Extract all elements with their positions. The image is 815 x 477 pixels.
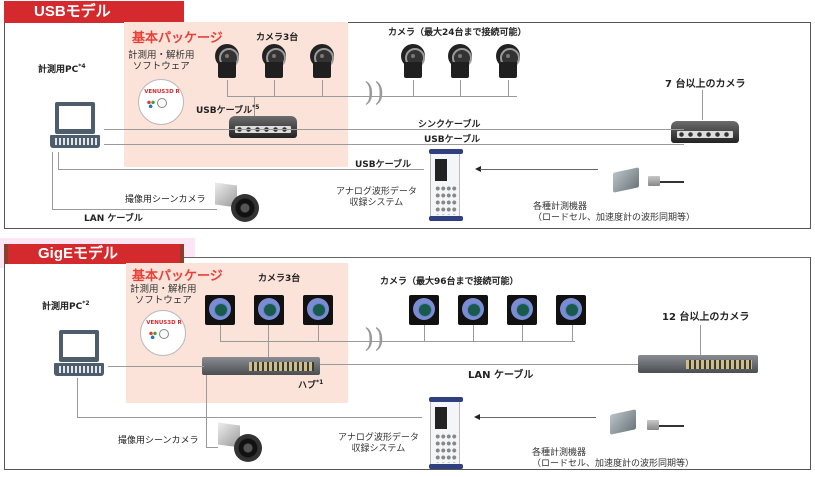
- daq-lan-line: [77, 417, 422, 418]
- software-cd-icon: VENUS3D R: [138, 79, 184, 125]
- accelerometer-icon: [648, 176, 660, 186]
- usb-daq-label: アナログ波形データ 収録システム: [336, 187, 417, 208]
- gige-camera-icon: [507, 295, 537, 325]
- network-hub-icon-remote: [638, 355, 758, 373]
- usb-cameras-7plus-label: 7 台以上のカメラ: [665, 79, 746, 90]
- connector-line: [52, 152, 53, 210]
- connector-line: [473, 325, 474, 341]
- connector-line: [572, 325, 573, 341]
- connector-line: [413, 80, 414, 96]
- usb-cable-daq-line: [58, 169, 424, 170]
- gige-software-label: 計測用・解析用 ソフトウェア: [130, 284, 197, 306]
- software-cd-icon: VENUS3D R: [140, 310, 186, 356]
- connector-line: [206, 447, 218, 448]
- usb-pc-laptop-icon: [50, 102, 100, 154]
- gige-camera-icon: [254, 295, 284, 325]
- break-mark-icon: )): [364, 324, 385, 354]
- usb-cameras-more-label: カメラ（最大24台まで接続可能）: [388, 28, 527, 38]
- connector-line: [322, 80, 323, 96]
- gige-camera-icon: [205, 295, 235, 325]
- usb-camera-bus-line: [227, 96, 517, 97]
- gige-camera-bus-line: [220, 341, 575, 342]
- pc-hub-lan-line: [108, 366, 204, 367]
- sync-cable-label: シンクケーブル: [418, 120, 481, 130]
- daq-system-icon: [429, 397, 463, 469]
- hub-label: ハブ*1: [298, 379, 324, 391]
- connector-line: [220, 325, 221, 341]
- usb-camera-icon: [401, 44, 425, 78]
- connector-line: [522, 325, 523, 341]
- arrow-left-icon: [475, 166, 481, 172]
- sensor-cable: [660, 181, 684, 183]
- usb-cable-pkg-label: USBケーブル*5: [196, 104, 260, 116]
- sync-box-icon: [229, 116, 297, 138]
- connector-line: [77, 378, 78, 418]
- usb-cable-line: [104, 144, 684, 145]
- connector-line: [508, 80, 509, 96]
- connector-line: [58, 152, 59, 170]
- gige-camera-icon: [458, 295, 488, 325]
- accelerometer-icon: [647, 420, 659, 430]
- usb-pc-label: 計測用PC*4: [38, 63, 86, 75]
- gige-cameras-12plus-label: 12 台以上のカメラ: [662, 312, 750, 323]
- gige-pc-label: 計測用PC*2: [42, 300, 90, 312]
- connector-line: [268, 325, 269, 341]
- scene-camera-icon: [215, 182, 261, 224]
- connector-line: [700, 325, 701, 355]
- lan-cable-line: [52, 209, 217, 210]
- gige-camera-icon: [409, 295, 439, 325]
- gige-cameras-more-label: カメラ（最大96台まで接続可能）: [380, 277, 519, 287]
- gige-instruments-label: 各種計測機器 （ロードセル、加速度計の波形同期等）: [532, 448, 695, 469]
- sync-box-icon-remote: [671, 121, 739, 143]
- usb-camera-icon: [496, 44, 520, 78]
- usb-instruments-label: 各種計測機器 （ロードセル、加速度計の波形同期等）: [533, 202, 696, 223]
- usb-cable-daq-label: USBケーブル: [355, 160, 412, 170]
- gige-daq-label: アナログ波形データ 収録システム: [338, 433, 419, 454]
- lan-cable-label: LAN ケーブル: [84, 214, 143, 224]
- sync-cable-line: [104, 129, 684, 130]
- connector-line: [702, 90, 703, 120]
- gige-scene-camera-label: 撮像用シーンカメラ: [118, 436, 199, 446]
- gige-pc-laptop-icon: [54, 330, 104, 382]
- connector-line: [318, 325, 319, 341]
- usb-package-title: 基本パッケージ: [132, 31, 223, 46]
- connector-line: [227, 80, 228, 96]
- gige-camera-icon: [556, 295, 586, 325]
- gige-lan-cable-label: LAN ケーブル: [468, 370, 534, 381]
- connector-line: [268, 341, 269, 357]
- instrument-signal-line: [480, 417, 596, 418]
- instrument-signal-line: [480, 169, 598, 170]
- connector-line: [254, 96, 255, 116]
- scene-camera-icon: [218, 422, 264, 464]
- usb-camera-icon: [448, 44, 472, 78]
- usb-software-label: 計測用・解析用 ソフトウェア: [128, 50, 195, 72]
- usb-model-tab: USBモデル: [4, 1, 184, 23]
- usb-camera-icon: [310, 44, 334, 78]
- break-mark-icon: )): [364, 78, 385, 108]
- daq-system-icon: [429, 149, 463, 221]
- connector-line: [424, 325, 425, 341]
- usb-cameras3-label: カメラ3台: [256, 33, 299, 43]
- usb-scene-camera-label: 撮像用シーンカメラ: [125, 195, 206, 205]
- gige-cameras3-label: カメラ3台: [258, 274, 301, 284]
- sensor-cable: [659, 425, 684, 427]
- gige-camera-icon: [303, 295, 333, 325]
- usb-cable-label: USBケーブル: [424, 135, 481, 145]
- connector-line: [206, 375, 207, 447]
- arrow-left-icon: [474, 414, 480, 420]
- gige-model-tab: GigEモデル: [4, 244, 184, 264]
- connector-line: [460, 80, 461, 96]
- network-hub-icon: [202, 357, 320, 375]
- gige-package-title: 基本パッケージ: [132, 269, 223, 284]
- lan-cable-line: [320, 364, 638, 365]
- usb-camera-icon: [262, 44, 286, 78]
- usb-camera-icon: [215, 44, 239, 78]
- connector-line: [274, 80, 275, 96]
